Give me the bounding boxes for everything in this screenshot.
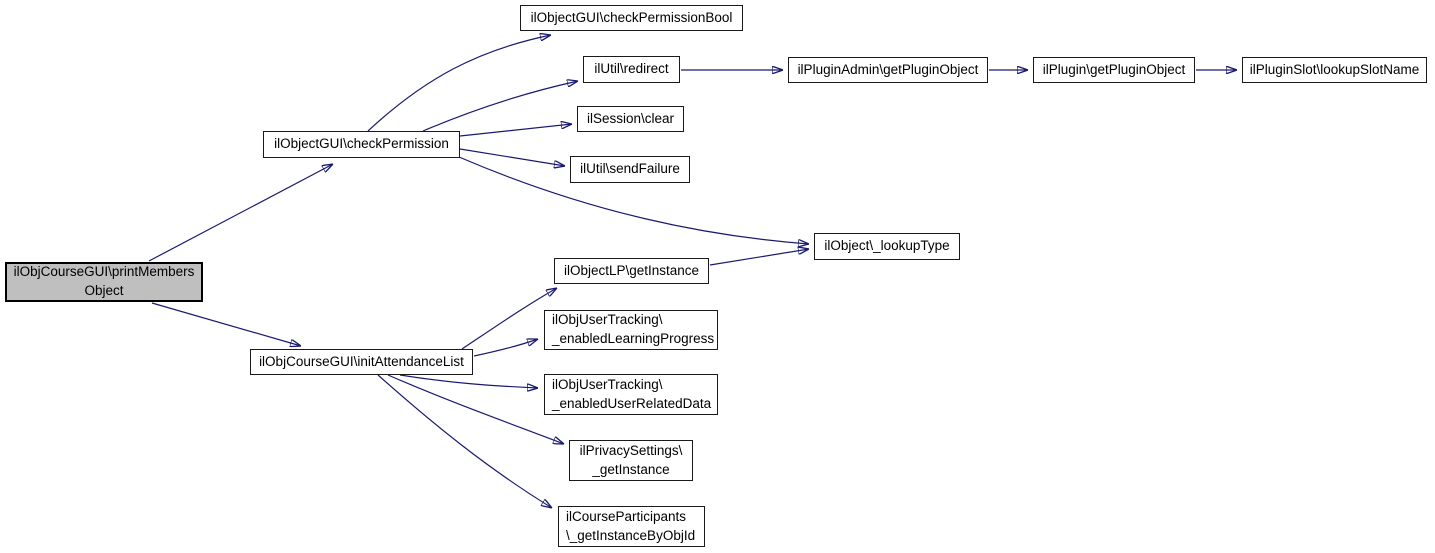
edge-initAttendance-objectLP [461, 288, 557, 350]
edge-printMembers-checkPermission [148, 164, 333, 262]
edge-checkPermission-sessionClear [459, 124, 572, 137]
node-enabledUserRelatedData[interactable]: ilObjUserTracking\ _enabledUserRelatedDa… [544, 374, 718, 415]
node-privacyGetInstance[interactable]: ilPrivacySettings\ _getInstance [569, 440, 693, 481]
edge-initAttendance-courseParticipants [377, 374, 552, 508]
node-objectLPGetInstance[interactable]: ilObjectLP\getInstance [554, 258, 709, 284]
edge-initAttendance-enabledLearningProgress [473, 339, 538, 357]
edge-checkPermission-sendFailure [459, 148, 565, 166]
node-pluginAdminGetPluginObject[interactable]: ilPluginAdmin\getPluginObject [788, 57, 988, 83]
node-sendFailure[interactable]: ilUtil\sendFailure [570, 156, 690, 183]
edge-printMembers-initAttendanceList [151, 302, 301, 346]
node-courseParticipantsGetInstanceByObjId[interactable]: ilCourseParticipants \_getInstanceByObjI… [558, 506, 705, 547]
edge-initAttendance-enabledUserRelatedData [399, 374, 538, 388]
edge-objectLP-lookupType [709, 249, 809, 266]
node-redirect[interactable]: ilUtil\redirect [583, 56, 680, 83]
node-pluginGetPluginObject[interactable]: ilPlugin\getPluginObject [1033, 57, 1195, 83]
edge-checkPermission-redirect [422, 81, 578, 132]
node-printMembersObject[interactable]: ilObjCourseGUI\printMembers Object [5, 262, 203, 302]
node-pluginSlotLookupSlotName[interactable]: ilPluginSlot\lookupSlotName [1242, 57, 1427, 83]
node-enabledLearningProgress[interactable]: ilObjUserTracking\ _enabledLearningProgr… [544, 310, 718, 350]
edge-initAttendance-privacyGetInstance [387, 374, 564, 444]
edge-checkPermission-checkPermissionBool [367, 35, 551, 132]
node-sessionClear[interactable]: ilSession\clear [577, 106, 684, 132]
node-lookupType[interactable]: ilObject\_lookupType [814, 233, 960, 260]
node-checkPermissionBool[interactable]: ilObjectGUI\checkPermissionBool [520, 5, 743, 31]
node-initAttendanceList[interactable]: ilObjCourseGUI\initAttendanceList [250, 349, 473, 375]
node-checkPermission[interactable]: ilObjectGUI\checkPermission [263, 131, 460, 158]
